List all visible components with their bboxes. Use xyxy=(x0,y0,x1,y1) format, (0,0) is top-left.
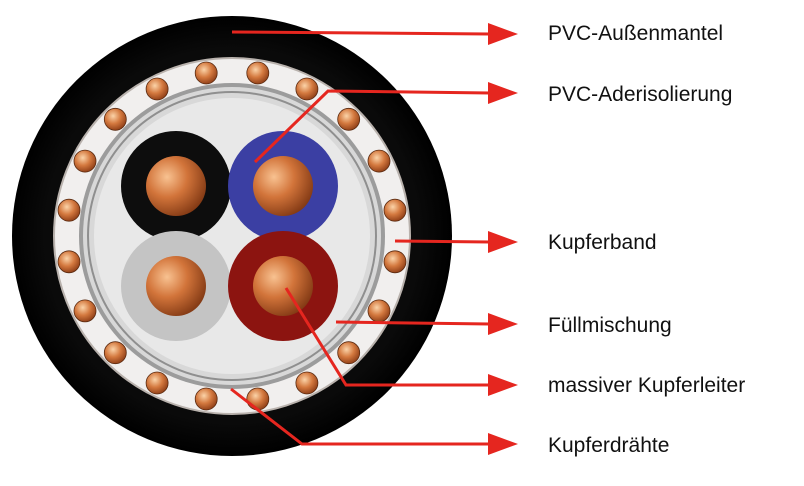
label-core-insulation: PVC-Aderisolierung xyxy=(548,83,733,106)
copper-wire xyxy=(383,198,407,222)
wire-bed-edge xyxy=(53,57,411,415)
label-outer-sheath: PVC-Außenmantel xyxy=(548,22,724,45)
copper-wire xyxy=(194,387,218,411)
arrow-copper-tape xyxy=(394,231,518,253)
core-grey xyxy=(121,231,231,341)
copper-wire xyxy=(57,198,81,222)
copper-wire xyxy=(246,387,270,411)
core-blue xyxy=(228,131,338,241)
arrow-outer-sheath xyxy=(231,23,518,45)
copper-wire xyxy=(103,341,127,365)
copper-wire xyxy=(295,77,319,101)
copper-wire xyxy=(246,61,270,85)
copper-wire xyxy=(383,250,407,274)
arrow-core-insulation xyxy=(253,82,518,164)
filler-compound xyxy=(94,98,370,374)
copper-wire xyxy=(145,77,169,101)
copper-wires-ring xyxy=(57,61,407,411)
arrow-solid-conductor xyxy=(284,287,518,396)
copper-wire xyxy=(73,149,97,173)
copper-wire xyxy=(337,341,361,365)
copper-wire xyxy=(145,371,169,395)
core-black xyxy=(121,131,231,241)
label-filler: Füllmischung xyxy=(548,314,672,337)
copper-wire xyxy=(295,371,319,395)
label-copper-wires: Kupferdrähte xyxy=(548,434,670,457)
copper-wire xyxy=(103,107,127,131)
core-red xyxy=(228,231,338,341)
copper-tape-stripe xyxy=(87,91,377,381)
copper-wire xyxy=(367,149,391,173)
label-solid-conductor: massiver Kupferleiter xyxy=(548,374,746,397)
leader-arrows xyxy=(230,23,518,455)
copper-wire xyxy=(57,250,81,274)
copper-wire xyxy=(337,107,361,131)
copper-wire xyxy=(367,299,391,323)
copper-wire xyxy=(194,61,218,85)
arrow-copper-wires xyxy=(230,387,518,455)
copper-wire xyxy=(73,299,97,323)
arrow-filler xyxy=(335,313,518,335)
label-copper-tape: Kupferband xyxy=(548,231,657,254)
